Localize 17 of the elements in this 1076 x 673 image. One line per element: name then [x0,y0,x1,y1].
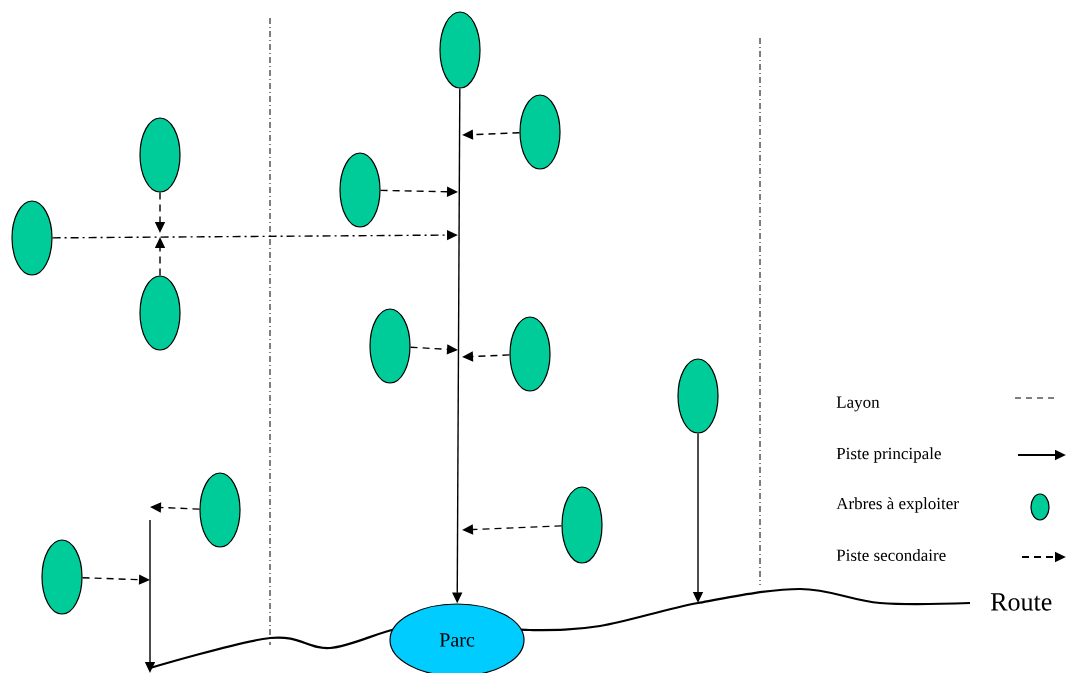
tree-ellipse [509,316,551,392]
tree-ellipse [139,275,181,351]
legend-label: Layon [836,396,880,412]
tree-ellipse [519,94,561,170]
tree-ellipse [339,152,381,228]
tree-ellipse [677,358,719,434]
road-label: Route [990,593,1052,611]
tree-ellipse [369,308,411,384]
tree-ellipse [199,472,241,548]
legend-label: Arbres à exploiter [836,497,959,513]
tree-ellipse [11,200,53,276]
legend-label: Piste principale [836,447,941,463]
legend-label: Piste secondaire [836,549,946,561]
tree-ellipse [41,539,83,615]
tree-ellipse [139,117,181,193]
tree-ellipse [561,486,603,564]
tree-ellipse [439,11,481,89]
